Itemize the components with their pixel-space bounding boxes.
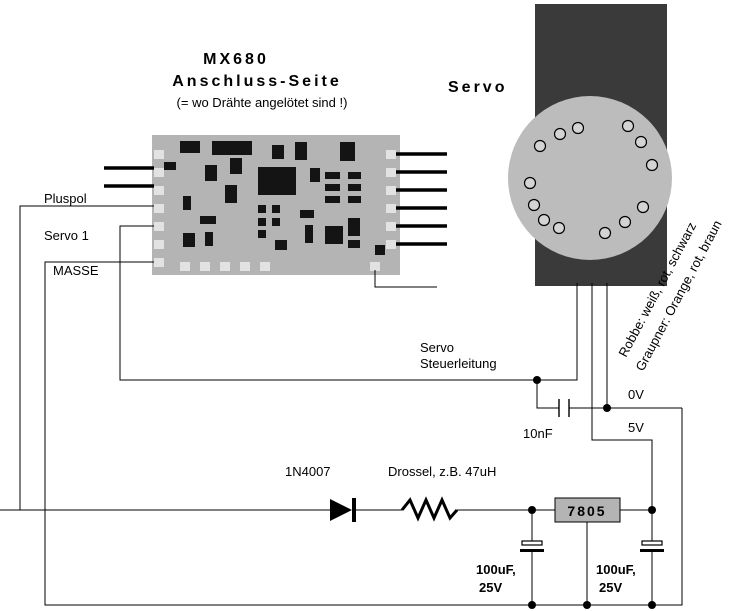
capacitor-10nf <box>558 399 570 417</box>
label-5v: 5V <box>628 420 644 435</box>
servo-horn-holes <box>523 119 659 240</box>
cap-left-voltage: 25V <box>479 580 502 595</box>
pin-label-pluspol: Pluspol <box>44 191 87 206</box>
capacitor-100uf-left <box>520 540 544 552</box>
decoder-title: MX680 <box>203 51 269 68</box>
decoder-components <box>164 141 385 255</box>
decoder-wires-left <box>104 166 154 188</box>
capacitor-100uf-right <box>640 540 664 552</box>
decoder-subtitle: Anschluss-Seite <box>172 73 341 90</box>
decoder-wires-right <box>396 152 447 246</box>
label-regulator: 7805 <box>567 503 606 519</box>
decoder-solder-pads <box>154 150 396 271</box>
label-choke: Drossel, z.B. 47uH <box>388 464 496 479</box>
pin-label-masse: MASSE <box>53 263 99 278</box>
cap-left-value: 100uF, <box>476 562 516 577</box>
choke-symbol <box>400 496 459 522</box>
regulator-7805 <box>554 497 621 523</box>
label-diode: 1N4007 <box>285 464 331 479</box>
diode-symbol <box>330 498 356 522</box>
servo-title: Servo <box>448 79 507 96</box>
schematic-wires <box>0 205 683 606</box>
cap-right-value: 100uF, <box>596 562 636 577</box>
junction-dots <box>528 376 656 609</box>
pin-label-servo1: Servo 1 <box>44 228 89 243</box>
label-10nf: 10nF <box>523 426 553 441</box>
decoder-note: (= wo Drähte angelötet sind !) <box>177 95 348 110</box>
label-0v: 0V <box>628 387 644 402</box>
servo-line-label-1: Servo <box>420 340 454 355</box>
cap-right-voltage: 25V <box>599 580 622 595</box>
servo-line-label-2: Steuerleitung <box>420 356 497 371</box>
